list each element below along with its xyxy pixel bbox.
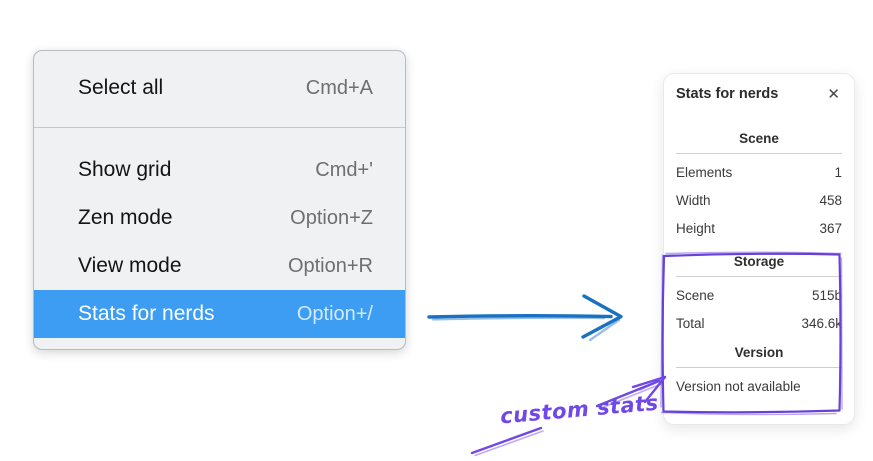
stats-panel-title: Stats for nerds [676,86,779,102]
stat-label: Scene [676,287,715,303]
menu-item-select-all[interactable]: Select all Cmd+A [34,64,405,112]
context-menu: Select all Cmd+A Show grid Cmd+' Zen mod… [33,50,406,350]
menu-item-label: Stats for nerds [78,302,215,325]
stat-row-height: Height 367 [676,214,842,242]
section-header-storage: Storage [733,254,785,269]
stat-label: Elements [676,164,733,180]
menu-item-shortcut: Option+R [287,254,373,277]
divider [676,367,842,368]
stat-label: Total [676,315,705,331]
menu-item-view-mode[interactable]: View mode Option+R [34,242,405,290]
stat-value: 515b [811,287,842,303]
stat-label: Height [676,220,716,236]
stat-value: 458 [819,192,842,208]
blue-arrow-annotation [427,294,623,342]
stats-panel-header: Stats for nerds ✕ [676,84,842,104]
stat-value: 367 [819,220,842,236]
menu-item-show-grid[interactable]: Show grid Cmd+' [34,146,405,194]
stat-value: 346.6k [801,315,842,331]
stat-row-scene-storage: Scene 515b [676,281,842,309]
menu-divider [34,127,405,128]
stat-row-width: Width 458 [676,186,842,214]
custom-stats-label-annotation: custom stats [499,390,660,429]
menu-item-zen-mode[interactable]: Zen mode Option+Z [34,194,405,242]
section-header-version: Version [734,345,784,360]
section-header-scene: Scene [739,131,779,146]
menu-item-label: Select all [78,76,164,99]
menu-item-shortcut: Cmd+A [305,76,373,99]
stats-panel: Stats for nerds ✕ Scene Elements 1 Width… [663,73,855,425]
stat-label: Width [676,192,711,208]
menu-item-label: Show grid [78,158,172,181]
divider [676,276,842,277]
menu-item-label: View mode [78,254,182,277]
stat-row-total-storage: Total 346.6k [676,309,842,337]
stat-value: 1 [834,164,842,180]
menu-item-shortcut: Cmd+' [315,158,373,181]
divider [676,153,842,154]
stat-row-elements: Elements 1 [676,158,842,186]
menu-item-shortcut: Option+/ [296,302,373,325]
menu-item-stats-for-nerds[interactable]: Stats for nerds Option+/ [34,290,405,338]
version-message: Version not available [676,378,801,394]
menu-item-shortcut: Option+Z [290,206,373,229]
menu-item-label: Zen mode [78,206,173,229]
close-icon[interactable]: ✕ [827,85,840,103]
